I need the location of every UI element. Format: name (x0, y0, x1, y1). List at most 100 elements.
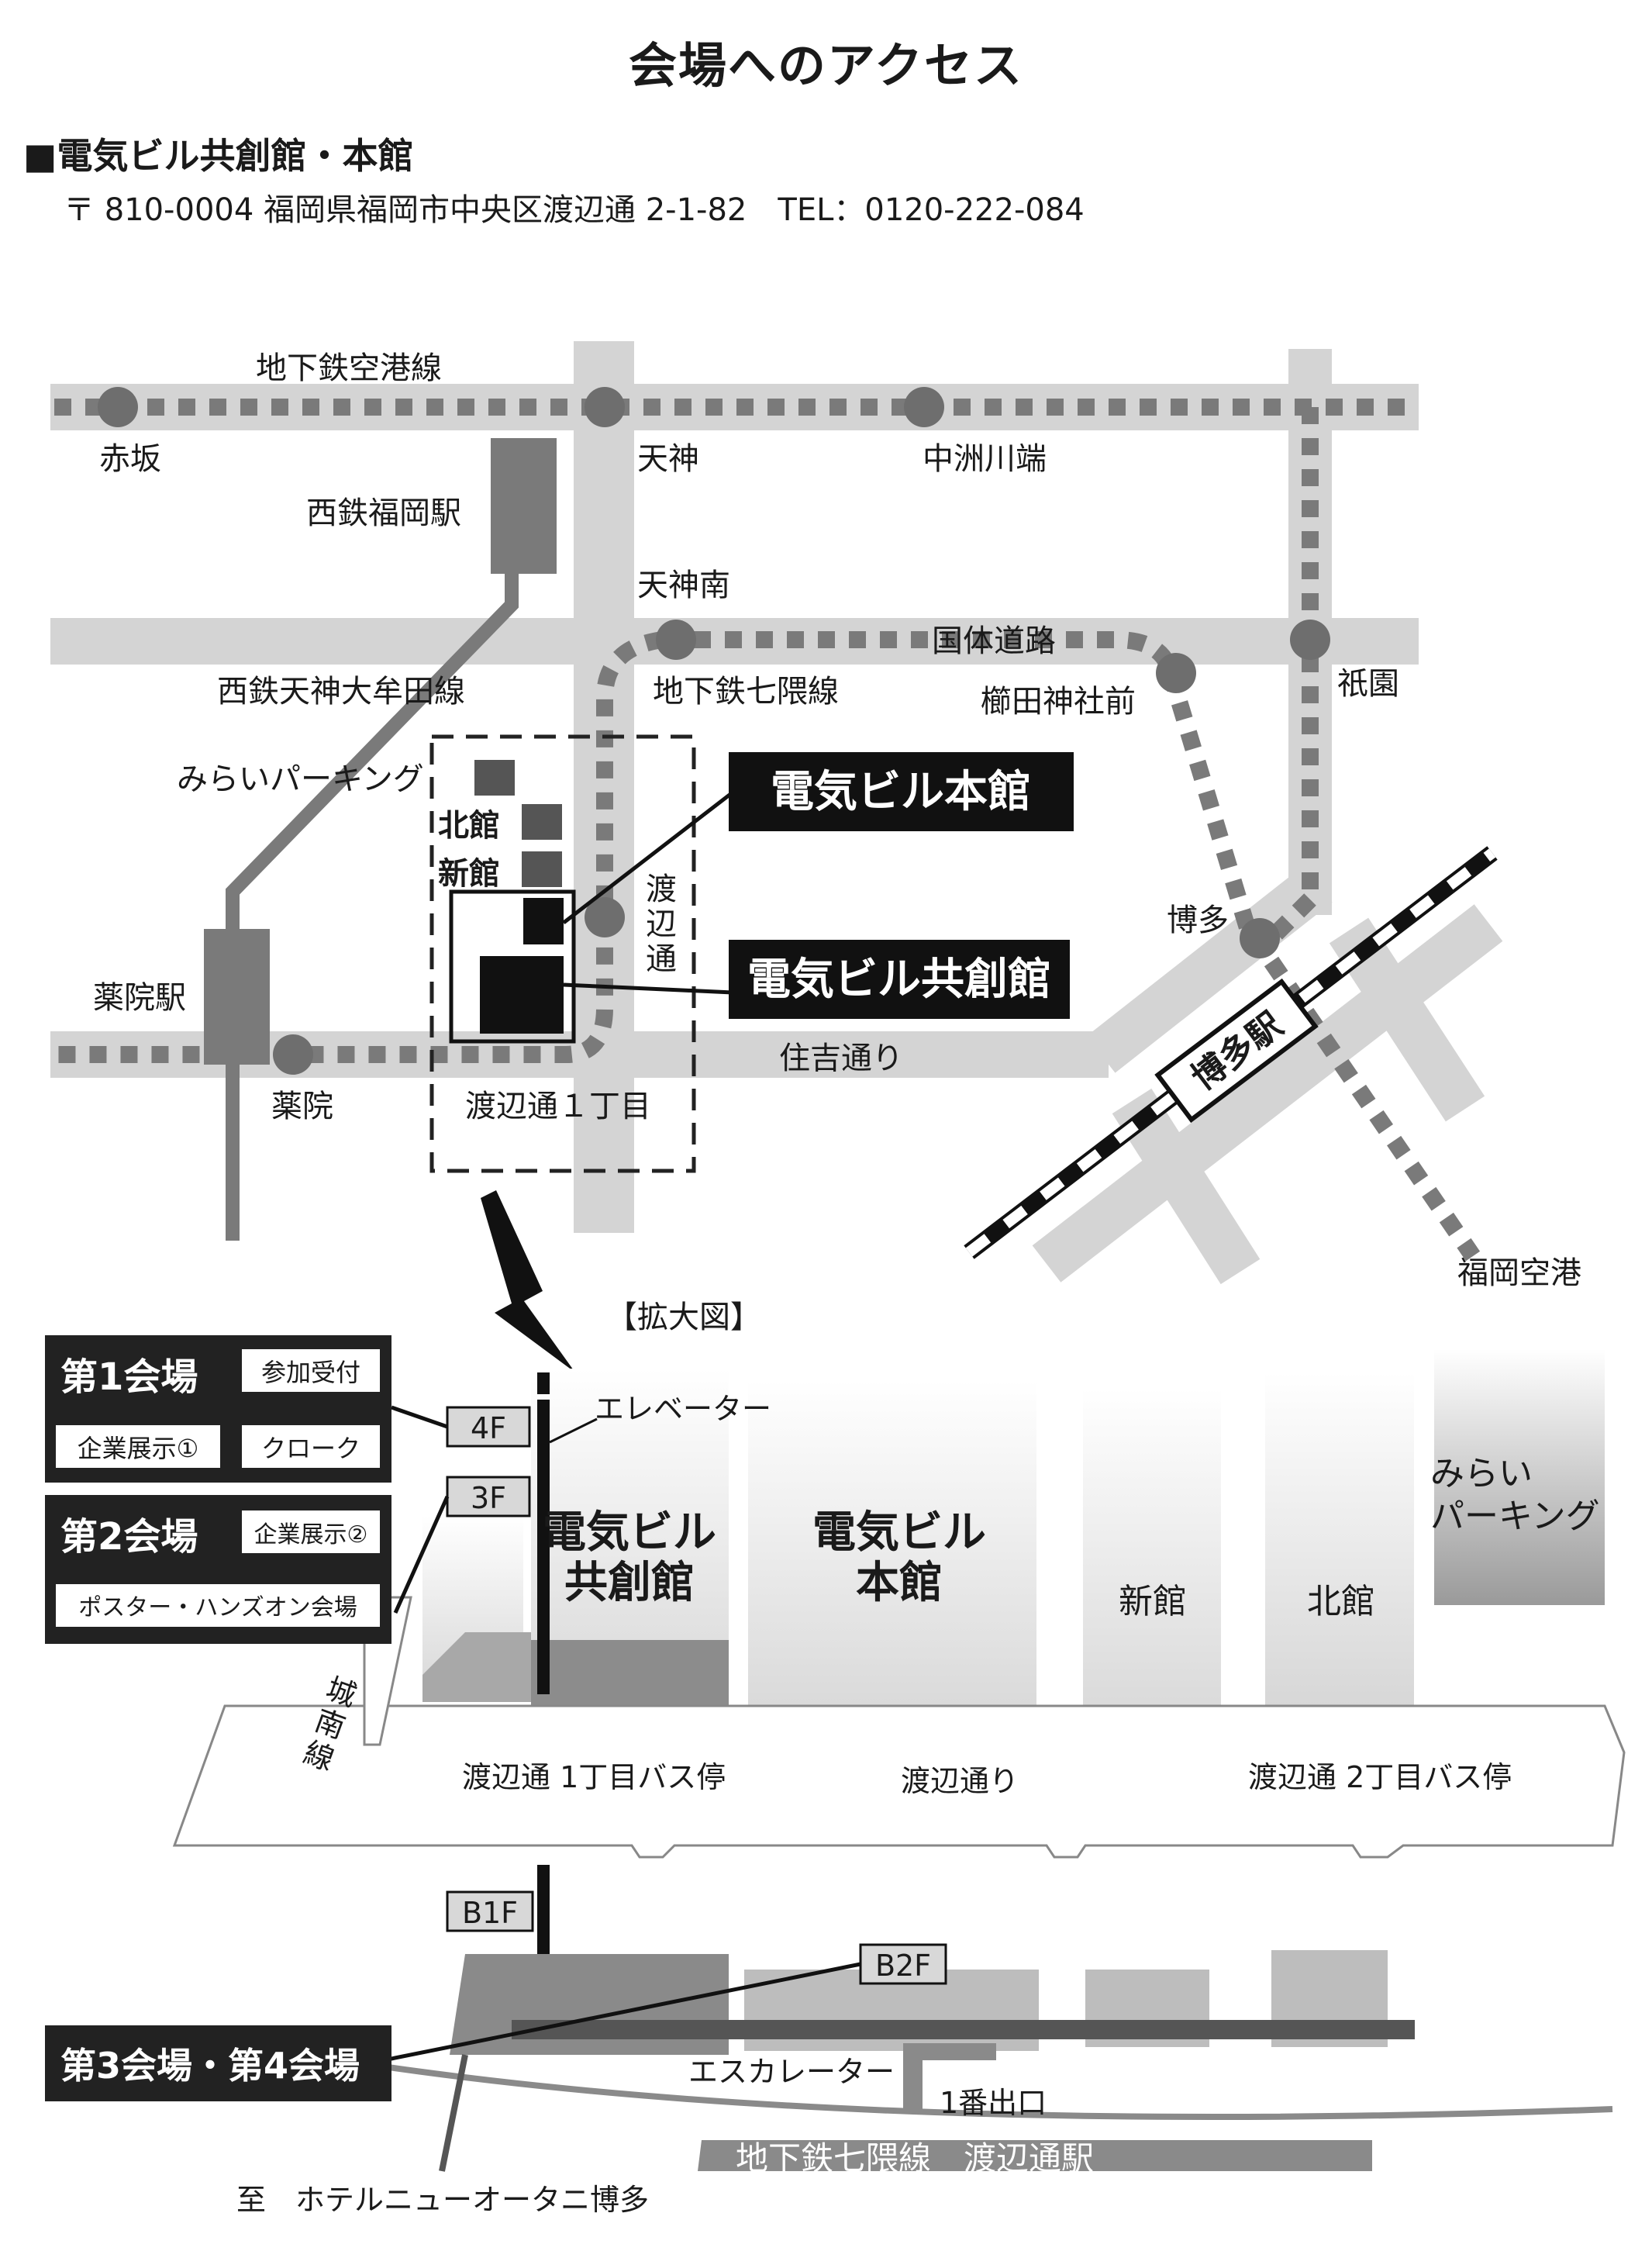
building-mirai (1434, 1349, 1605, 1605)
hall2-tag-2-label: ポスター・ハンズオン会場 (78, 1594, 357, 1621)
label-watanabe-2: 辺 (646, 906, 677, 942)
label-street: 渡辺通り (901, 1764, 1019, 1798)
subway-hakoz (1162, 670, 1257, 934)
bldg-honkan-line1: 電気ビル (812, 1507, 986, 1558)
label-watanabe-3: 通 (646, 941, 677, 977)
label-yakuin-eki: 薬院駅 (93, 980, 186, 1016)
hall1-name: 第1会場 (60, 1355, 198, 1399)
label-kitakan: 北館 (438, 808, 500, 844)
floor-tags: 4F 3F B1F B2F (446, 1406, 947, 1985)
venue-name: ■電気ビル共創館・本館 (23, 135, 414, 177)
leader-elevator (549, 1417, 598, 1444)
shinkan-block (522, 851, 562, 887)
zoom-arrow (481, 1190, 575, 1372)
label-tenjin-minami: 天神南 (637, 568, 730, 603)
venue-address: 〒 810-0004 福岡県福岡市中央区渡辺通 2-1-82 TEL：0120-… (64, 192, 1085, 228)
label-nishitetsu-line: 西鉄天神大牟田線 (217, 674, 465, 709)
label-subway-nanakuma: 地下鉄七隈線 (653, 674, 839, 709)
subway-track (263, 2044, 1613, 2120)
hall1-tag-3 (242, 1425, 380, 1468)
hall1-panel: 第1会場 参加受付 企業展示① クローク (45, 1335, 391, 1483)
detail-buildings (422, 1349, 1605, 1745)
station-dots (98, 387, 1330, 1075)
page-title: 会場へのアクセス (629, 37, 1023, 94)
label-yakuin: 薬院 (271, 1089, 333, 1124)
label-gion: 祇園 (1337, 666, 1399, 702)
detail-title: 【拡大図】 (606, 1300, 761, 1335)
mirai-line1: みらい (1430, 1454, 1533, 1493)
callout-honkan (729, 752, 1074, 831)
exit-corridor (903, 2043, 996, 2060)
hall1-tag-1-label: 参加受付 (261, 1358, 360, 1387)
elevator-top-1 (537, 1372, 550, 1394)
buildings (449, 760, 576, 1044)
station-yakuin (273, 1034, 313, 1075)
hotel-passage (439, 2054, 468, 2172)
subway-airport-hakata (1257, 893, 1316, 952)
hall2-panel: 第2会場 企業展示② ポスター・ハンズオン会場 (45, 1495, 391, 1644)
station-hakata (1240, 918, 1280, 958)
hall1-tag-2-label: 企業展示① (78, 1434, 199, 1463)
label-watanabe-1chome: 渡辺通１丁目 (465, 1089, 651, 1124)
subway-lines (54, 399, 1481, 1262)
label-escalator: エスカレーター (688, 2055, 895, 2089)
callout-kyoso-label: 電気ビル共創館 (747, 955, 1051, 1005)
leader-hall1 (391, 1405, 448, 1429)
hall2-name: 第2会場 (60, 1515, 198, 1559)
building-kitakan (1265, 1372, 1414, 1714)
yakuin-station-block (204, 929, 270, 1065)
label-bus-stop-1: 渡辺通 1丁目バス停 (462, 1760, 726, 1794)
floor-tag-b2f (859, 1943, 947, 1985)
building-shinkan (1083, 1388, 1221, 1745)
hall34-panel: 第3会場・第4会場 (45, 2025, 391, 2101)
bldg-kyoso-line2: 共創館 (564, 1558, 695, 1608)
station-akasaka (98, 387, 138, 427)
hall2-tag-1 (242, 1510, 380, 1553)
label-watanabe-1: 渡 (646, 872, 677, 907)
hall1-tag-2 (56, 1425, 220, 1468)
honkan-block (523, 898, 564, 944)
callout-kyoso (729, 940, 1070, 1019)
bldg-honkan-line2: 本館 (856, 1558, 943, 1608)
mirai-line2: パーキング (1430, 1497, 1600, 1536)
callout-honkan-label: 電気ビル本館 (771, 767, 1031, 817)
floor-tag-4f (446, 1406, 531, 1448)
hall1-tag-3-label: クローク (261, 1434, 360, 1463)
label-subway-station: 地下鉄七隈線 渡辺通駅 (736, 2139, 1094, 2177)
bldg-shinkan-label: 新館 (1119, 1582, 1187, 1621)
leader-hall2 (393, 1495, 450, 1614)
label-airport: 福岡空港 (1457, 1255, 1581, 1291)
bldg-kitakan-label: 北館 (1307, 1582, 1375, 1621)
bldg-kyoso-line1: 電気ビル (543, 1507, 716, 1558)
area-map: 博多駅 電気ビル本館 電気 (50, 341, 1581, 1372)
nishitetsu-fukuoka-station (491, 438, 557, 574)
station-watanabe (585, 897, 625, 937)
label-exit1: 1番出口 (940, 2086, 1047, 2120)
floor-tag-b1f-label: B1F (462, 1896, 518, 1930)
label-tenjin: 天神 (637, 441, 699, 477)
hall34-bg (45, 2025, 391, 2101)
elevator-shaft (537, 1400, 550, 1694)
label-kokutai: 国体道路 (932, 623, 1056, 659)
road-watanabe (574, 341, 634, 1233)
floor-tag-b1f (446, 1890, 534, 1932)
leader-hall34 (371, 1962, 861, 2065)
focus-area (429, 734, 696, 1173)
station-tenjin (585, 387, 625, 427)
kitakan-block (522, 804, 562, 840)
label-hotel: 至 ホテルニューオータニ博多 (236, 2183, 649, 2217)
street-area (172, 1704, 1626, 1859)
hall34-name: 第3会場・第4会場 (60, 2045, 360, 2087)
hall2-tag-2 (56, 1584, 380, 1627)
road-diag-2 (1112, 1088, 1261, 1285)
kyoso-block (480, 956, 564, 1034)
label-bus-stop-2: 渡辺通 2丁目バス停 (1248, 1760, 1512, 1794)
label-nishitetsu-fukuoka: 西鉄福岡駅 (306, 495, 461, 531)
station-gion (1290, 620, 1330, 660)
callout-line-honkan (562, 791, 734, 924)
road-diag-3 (1032, 904, 1503, 1283)
label-shinkan: 新館 (438, 856, 500, 892)
rear-base (422, 1632, 531, 1702)
station-kushida (1156, 653, 1196, 693)
